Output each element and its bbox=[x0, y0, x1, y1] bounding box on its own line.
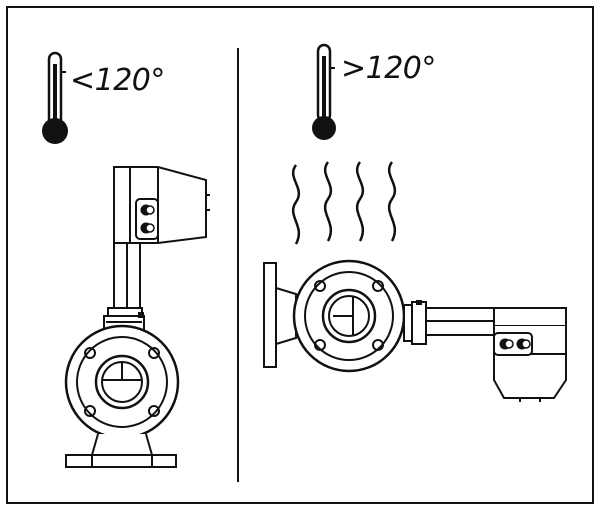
flowmeter-horizontal bbox=[263, 259, 567, 402]
flowmeter-vertical bbox=[64, 166, 210, 468]
low-temp-label: <120° bbox=[70, 63, 165, 98]
thermometer-icon bbox=[312, 43, 336, 140]
high-temp-label: >120° bbox=[341, 51, 436, 86]
heat-waves-icon bbox=[291, 161, 397, 245]
thermometer-icon bbox=[42, 51, 68, 144]
